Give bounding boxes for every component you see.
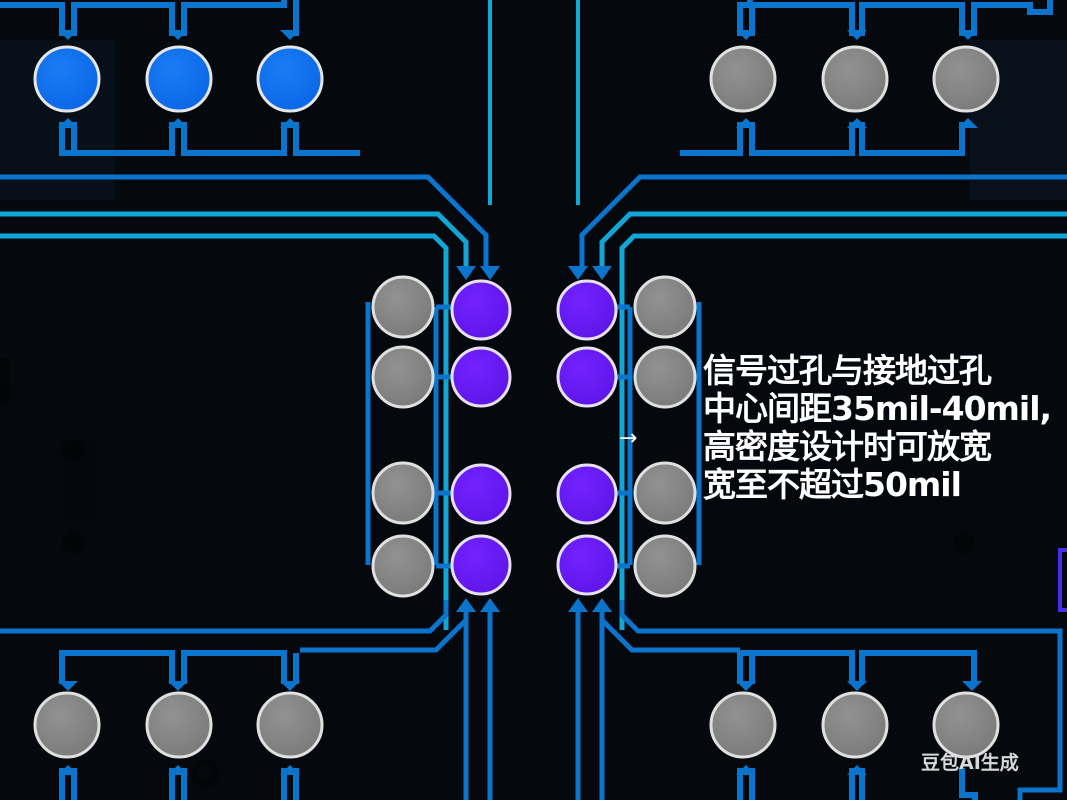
annotation-line-4: 宽至不超过50mil bbox=[703, 465, 962, 504]
bottom-right-arrowheads bbox=[736, 681, 982, 775]
signal-via bbox=[556, 534, 618, 596]
annotation-line-1: 信号过孔与接地过孔 bbox=[703, 351, 992, 390]
via-bottom-right-2 bbox=[821, 691, 889, 759]
via-bottom-left-2 bbox=[145, 691, 213, 759]
via-bottom-right-3 bbox=[932, 691, 1000, 759]
top-left-arrowheads bbox=[58, 30, 300, 128]
via-group-bottom-right bbox=[709, 691, 1000, 759]
annotation-line-3: 高密度设计时可放宽 bbox=[703, 427, 992, 466]
signal-via-bottom-arrowheads bbox=[456, 598, 612, 612]
upper-bus-traces bbox=[0, 0, 1067, 630]
via-group-top-right bbox=[709, 45, 1000, 113]
via-group-top-left bbox=[33, 45, 324, 113]
via-top-right-3 bbox=[932, 45, 1000, 113]
ground-via bbox=[633, 461, 697, 525]
ground-via bbox=[371, 534, 435, 598]
via-group-bottom-left bbox=[33, 691, 324, 759]
signal-via bbox=[556, 279, 618, 341]
via-top-right-1 bbox=[709, 45, 777, 113]
via-bottom-left-1 bbox=[33, 691, 101, 759]
spacing-annotation: 信号过孔与接地过孔 中心间距35mil-40mil, 高密度设计时可放宽 宽至不… bbox=[703, 351, 1052, 504]
signal-via bbox=[556, 463, 618, 525]
ground-via bbox=[633, 534, 697, 598]
edge-component bbox=[1058, 548, 1067, 612]
annotation-arrow: → bbox=[619, 426, 638, 451]
top-right-arrowheads bbox=[736, 30, 978, 128]
top-left-traces bbox=[0, 0, 360, 156]
ground-via bbox=[371, 461, 435, 525]
via-top-left-3 bbox=[256, 45, 324, 113]
via-bottom-right-1 bbox=[709, 691, 777, 759]
center-signal-vias bbox=[450, 279, 618, 596]
signal-via-top-arrowheads bbox=[456, 266, 612, 280]
signal-via bbox=[450, 346, 512, 408]
signal-via bbox=[450, 279, 512, 341]
watermark: 豆包AI生成 bbox=[921, 752, 1019, 774]
via-top-right-2 bbox=[821, 45, 889, 113]
center-ground-traces bbox=[365, 302, 702, 569]
signal-via bbox=[450, 463, 512, 525]
via-top-left-1 bbox=[33, 45, 101, 113]
bottom-left-arrowheads bbox=[58, 681, 300, 775]
signal-via bbox=[450, 534, 512, 596]
ground-via bbox=[633, 275, 697, 339]
top-right-traces bbox=[680, 0, 1053, 156]
lower-bus-traces bbox=[0, 600, 1063, 800]
via-bottom-left-3 bbox=[256, 691, 324, 759]
ground-via bbox=[371, 345, 435, 409]
annotation-line-2: 中心间距35mil-40mil, bbox=[703, 389, 1052, 428]
signal-via bbox=[556, 346, 618, 408]
ground-via bbox=[633, 345, 697, 409]
ground-via bbox=[371, 275, 435, 339]
center-ground-vias bbox=[371, 275, 697, 598]
via-top-left-2 bbox=[145, 45, 213, 113]
